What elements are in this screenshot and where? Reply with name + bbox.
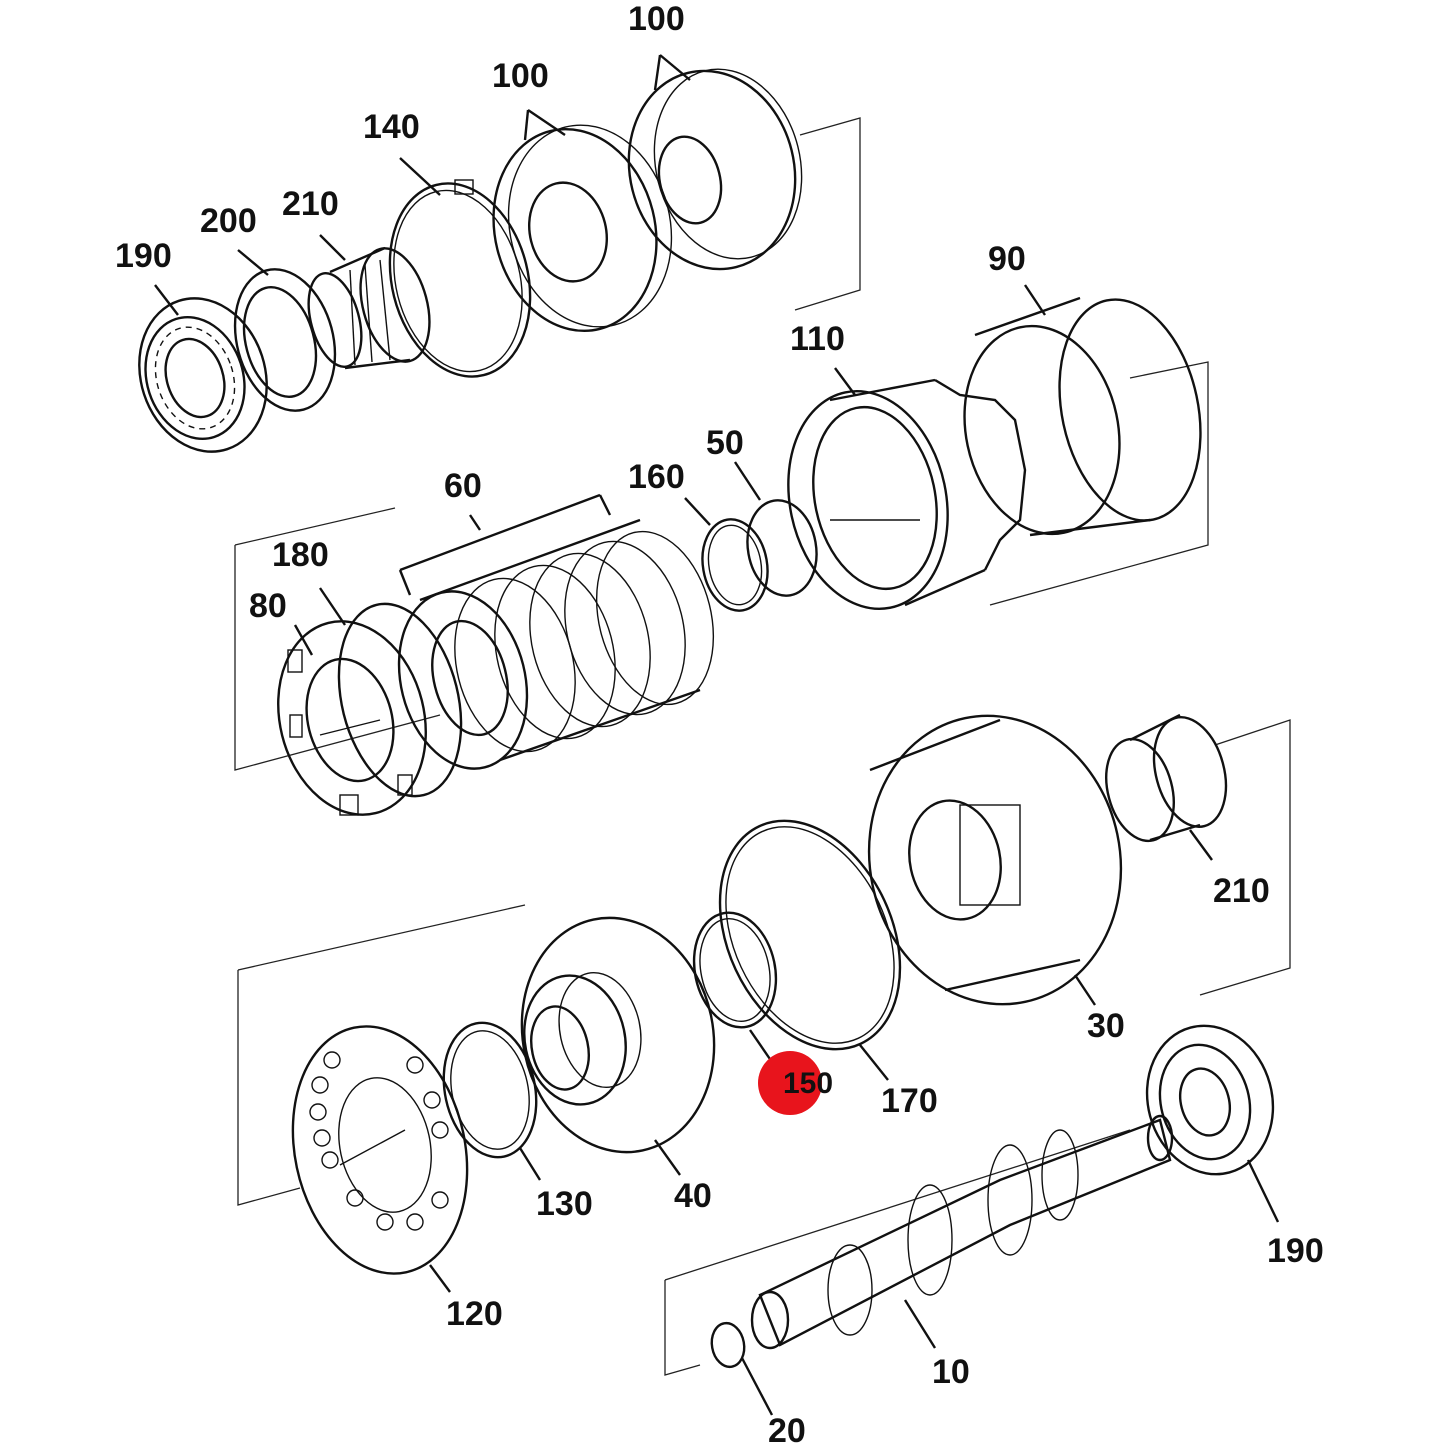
callout-120[interactable]: 120 (446, 1295, 503, 1333)
part-90-drum (963, 296, 1202, 537)
frame-shaft-top (664, 1129, 1131, 1281)
callout-90[interactable]: 90 (988, 240, 1026, 278)
callout-160[interactable]: 160 (628, 458, 685, 496)
callout-10[interactable]: 10 (932, 1353, 970, 1391)
callout-210-lower[interactable]: 210 (1213, 872, 1270, 910)
callout-190-lower[interactable]: 190 (1267, 1232, 1324, 1270)
part-190-bearing-top (138, 297, 268, 453)
callout-140[interactable]: 140 (363, 108, 420, 146)
part-60-clutch-pack (397, 518, 715, 770)
callout-190-top[interactable]: 190 (115, 237, 172, 275)
part-210-roller-bearing-top (307, 246, 431, 370)
callout-labels: 100 100 140 210 200 190 90 110 50 160 60… (115, 0, 1324, 1445)
part-120-thrust-bearing (291, 1025, 469, 1275)
frame-lower-left (237, 970, 301, 1206)
frame-lower-left-top (237, 904, 526, 971)
callout-40[interactable]: 40 (674, 1177, 712, 1215)
part-150-oring (692, 911, 778, 1029)
callout-60[interactable]: 60 (444, 467, 482, 505)
frame-shaft-left (664, 1280, 701, 1376)
part-40-piston (520, 916, 716, 1154)
part-210-roller-bearing-lower (1105, 713, 1228, 843)
highlight-marker[interactable] (758, 1051, 822, 1115)
part-200-washer (233, 268, 337, 412)
part-190-bearing-lower (1145, 1024, 1275, 1176)
group-frames (234, 117, 1291, 1376)
callout-200[interactable]: 200 (200, 202, 257, 240)
frame-top (794, 117, 861, 311)
part-140-snap-ring (388, 179, 532, 378)
part-110-carrier (787, 378, 1027, 611)
part-20-circlip (710, 1321, 746, 1369)
part-160-circlip (701, 518, 769, 612)
callout-100-outer[interactable]: 100 (628, 0, 685, 38)
part-180-ring (337, 602, 463, 798)
part-100-disc-a (492, 124, 673, 333)
leader-lines (154, 54, 1280, 1416)
frame-lower-right (1199, 719, 1291, 996)
callout-150-highlighted[interactable]: 150 (783, 1067, 833, 1100)
callout-30[interactable]: 30 (1087, 1007, 1125, 1045)
callout-110[interactable]: 110 (790, 320, 845, 358)
frame-upper-left-top (234, 507, 396, 546)
frame-upper-left (234, 545, 441, 771)
callout-20[interactable]: 20 (768, 1412, 806, 1445)
part-80-plate (277, 620, 427, 816)
callout-170[interactable]: 170 (881, 1082, 938, 1120)
callout-210-top[interactable]: 210 (282, 185, 339, 223)
callout-50[interactable]: 50 (706, 424, 744, 462)
part-50-oring (746, 499, 818, 597)
part-100-disc-b (627, 68, 803, 271)
part-30-housing (867, 714, 1123, 1006)
callout-130[interactable]: 130 (536, 1185, 593, 1223)
callout-180[interactable]: 180 (272, 536, 329, 574)
part-170-seal-ring (718, 819, 902, 1051)
part-10-shaft (750, 1114, 1174, 1350)
callout-80[interactable]: 80 (249, 587, 287, 625)
callout-100-inner[interactable]: 100 (492, 57, 549, 95)
frame-upper-right (989, 361, 1209, 606)
